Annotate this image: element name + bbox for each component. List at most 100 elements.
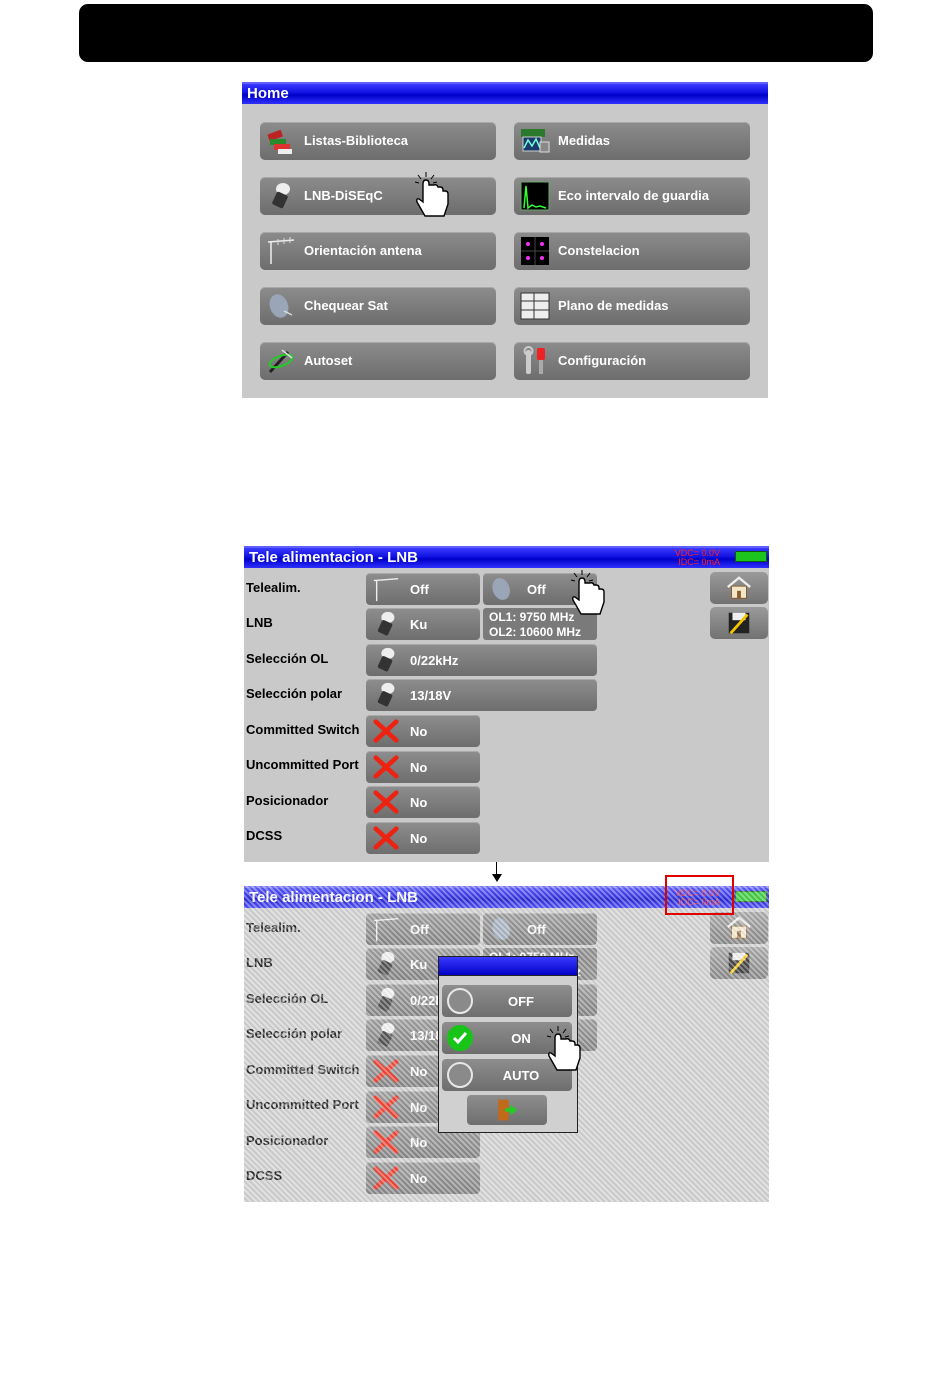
save-disk-icon (728, 952, 750, 975)
medidas-button[interactable]: Medidas (514, 122, 750, 160)
lnb-icon (272, 183, 290, 209)
row-label-telealim: Telealim. (246, 580, 301, 595)
popup-titlebar (439, 957, 577, 976)
lnb-icon (377, 1022, 395, 1047)
telealim-antenna-button[interactable]: Off (366, 573, 480, 605)
configuracion-button[interactable]: Configuración (514, 342, 750, 380)
radio-empty-icon (447, 1062, 473, 1088)
button-value: No (410, 1171, 427, 1186)
button-label: LNB-DiSEqC (304, 188, 383, 203)
vdc-readout: VDC= 0.0V IDC= 0mA (662, 549, 720, 567)
red-x-icon (373, 1059, 399, 1083)
idc-value: IDC= 0mA (678, 557, 720, 567)
radio-empty-icon (447, 988, 473, 1014)
committed-switch-button[interactable]: No (366, 715, 480, 747)
button-label: Medidas (558, 133, 611, 148)
eco-intervalo-button[interactable]: Eco intervalo de guardia (514, 177, 750, 215)
button-value: Ku (410, 957, 427, 972)
row-label-committed-switch: Committed Switch (246, 722, 360, 737)
autoset-icon (268, 349, 294, 374)
tools-icon (523, 346, 545, 374)
button-value: No (410, 831, 428, 846)
option-off-button[interactable]: OFF (442, 985, 572, 1017)
row-label-posicionador: Posicionador (246, 1133, 328, 1148)
listas-biblioteca-button[interactable]: Listas-Biblioteca (260, 122, 496, 160)
plano-de-medidas-button[interactable]: Plano de medidas (514, 287, 750, 325)
home-title: Home (242, 82, 768, 104)
dcss-button[interactable]: No (366, 822, 480, 854)
vdc-readout: VDC= 0.0V IDC= 0mA (662, 889, 720, 907)
button-value: 0/22kHz (410, 653, 459, 668)
button-value: Off (410, 922, 429, 937)
lnb-icon (377, 987, 395, 1012)
option-label: AUTO (502, 1068, 540, 1083)
lnb-title: Tele alimentacion - LNB (244, 886, 769, 908)
telealim-dish-button[interactable]: Off (483, 573, 597, 605)
row-label-telealim: Telealim. (246, 920, 301, 935)
uncommitted-port-button[interactable]: No (366, 751, 480, 783)
seleccion-polar-button[interactable]: 13/18V (366, 679, 597, 711)
antenna-icon (373, 578, 399, 602)
telealim-antenna-button[interactable]: Off (366, 913, 480, 945)
ol2-value: OL2: 10600 MHz (489, 625, 582, 639)
home-screen: Home Listas-Biblioteca Medidas LNB-DiSEq… (242, 82, 768, 398)
button-label: Constelacion (558, 243, 640, 258)
vdc-value: VDC= 0.0V (662, 889, 720, 898)
option-on-button[interactable]: ON (442, 1022, 572, 1054)
battery-icon (735, 891, 767, 902)
row-label-seleccion-ol: Selección OL (246, 651, 329, 666)
red-x-icon (373, 719, 399, 743)
dcss-button[interactable]: No (366, 1162, 480, 1194)
button-value: No (410, 1064, 427, 1079)
header-bar (79, 4, 873, 62)
button-value: 13/18V (410, 688, 452, 703)
red-x-icon (373, 1095, 399, 1119)
orientacion-antena-button[interactable]: Orientación antena (260, 232, 496, 270)
check-icon (447, 1025, 473, 1051)
lnb-diseqc-button[interactable]: LNB-DiSEqC (260, 177, 496, 215)
home-icon (727, 916, 751, 939)
red-x-icon (373, 826, 399, 850)
seleccion-ol-button[interactable]: 0/22kHz (366, 644, 597, 676)
home-icon (727, 576, 751, 599)
red-x-icon (373, 1166, 399, 1190)
posicionador-button[interactable]: No (366, 786, 480, 818)
button-value: Off (410, 582, 429, 597)
row-label-posicionador: Posicionador (246, 793, 329, 808)
home-button[interactable] (710, 912, 768, 944)
ol-frequency-info: OL1: 9750 MHz OL2: 10600 MHz (483, 608, 597, 640)
red-x-icon (373, 790, 399, 814)
button-label: Autoset (304, 353, 353, 368)
telealim-dish-button[interactable]: Off (483, 913, 597, 945)
red-x-icon (373, 1130, 399, 1154)
button-label: Orientación antena (304, 243, 422, 258)
option-auto-button[interactable]: AUTO (442, 1059, 572, 1091)
chequear-sat-button[interactable]: Chequear Sat (260, 287, 496, 325)
vdc-highlight-box (665, 875, 734, 915)
red-x-icon (373, 755, 399, 779)
button-value: No (410, 1135, 427, 1150)
idc-value: IDC= 0mA (662, 898, 720, 907)
pointer-hand-icon (546, 1026, 581, 1071)
lnb-band-button[interactable]: Ku (366, 608, 480, 640)
button-value: Ku (410, 617, 428, 632)
constelacion-button[interactable]: Constelacion (514, 232, 750, 270)
lnb-title: Tele alimentacion - LNB (244, 546, 769, 568)
save-button[interactable] (710, 947, 768, 979)
row-label-lnb: LNB (246, 615, 273, 630)
autoset-button[interactable]: Autoset (260, 342, 496, 380)
books-icon (267, 129, 292, 154)
pointer-hand-icon (414, 172, 449, 217)
button-label: Configuración (558, 353, 647, 368)
save-button[interactable] (710, 607, 768, 639)
exit-button[interactable] (467, 1095, 547, 1125)
button-value: No (410, 760, 428, 775)
antenna-icon (267, 237, 295, 264)
button-value: Off (527, 922, 546, 937)
row-label-dcss: DCSS (246, 828, 283, 843)
lnb-screen-popup: Tele alimentacion - LNB VDC= 0.0V IDC= 0… (244, 886, 769, 1202)
home-button[interactable] (710, 572, 768, 604)
lnb-icon (377, 611, 395, 636)
lnb-screen: Tele alimentacion - LNB VDC= 0.0V IDC= 0… (244, 546, 769, 862)
button-value: No (410, 795, 428, 810)
